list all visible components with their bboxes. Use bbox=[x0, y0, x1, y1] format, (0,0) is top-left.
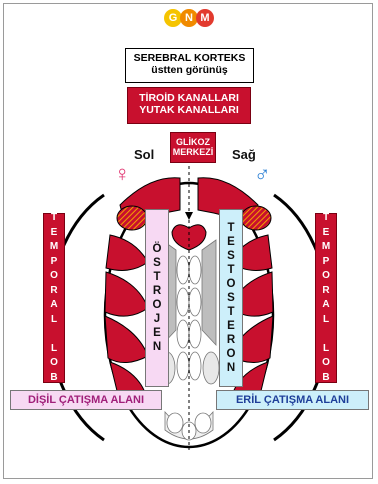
vertical-letter: R bbox=[227, 334, 235, 346]
vertical-letter: O bbox=[322, 358, 330, 369]
vertical-letter: T bbox=[323, 213, 329, 224]
vertical-letter: B bbox=[322, 373, 329, 384]
vertical-letter: T bbox=[51, 213, 57, 224]
vertical-letter: T bbox=[153, 271, 160, 283]
vertical-letter: P bbox=[51, 257, 58, 268]
vertical-letter: T bbox=[227, 264, 234, 276]
glucose-line1: GLİKOZ bbox=[171, 137, 215, 147]
vertical-letter: E bbox=[153, 327, 161, 339]
vertical-letter: O bbox=[50, 358, 58, 369]
vertical-letter: L bbox=[51, 315, 57, 326]
vertical-letter: Ö bbox=[153, 243, 162, 255]
vertical-letter: A bbox=[50, 300, 57, 311]
cortex-label-box: SEREBRAL KORTEKS üstten görünüş bbox=[125, 48, 254, 83]
thyroid-line2: YUTAK KANALLARI bbox=[128, 104, 250, 116]
vertical-letter: T bbox=[227, 222, 234, 234]
thyroid-label-box: TİROİD KANALLARI YUTAK KANALLARI bbox=[127, 87, 251, 124]
vertical-letter bbox=[53, 329, 56, 340]
female-conflict-zone: DİŞİL ÇATIŞMA ALANI bbox=[10, 390, 162, 410]
male-conflict-zone: ERİL ÇATIŞMA ALANI bbox=[216, 390, 369, 410]
hatched-lobe-left bbox=[117, 206, 147, 230]
vertical-letter: O bbox=[227, 348, 236, 360]
vertical-letter: S bbox=[153, 257, 161, 269]
vertical-letter: A bbox=[322, 300, 329, 311]
vertical-letter: O bbox=[322, 271, 330, 282]
female-symbol-icon: ♀ bbox=[114, 163, 131, 185]
right-side-label: Sağ bbox=[232, 147, 256, 162]
vertical-letter: R bbox=[322, 286, 329, 297]
vertical-letter: E bbox=[227, 320, 235, 332]
male-symbol-icon: ♂ bbox=[254, 163, 271, 185]
vertical-letter: E bbox=[323, 228, 330, 239]
vertical-letter: T bbox=[227, 306, 234, 318]
glucose-line2: MERKEZİ bbox=[171, 147, 215, 157]
vertical-letter: B bbox=[50, 373, 57, 384]
cortex-title: SEREBRAL KORTEKS bbox=[126, 52, 253, 64]
vertical-letter: E bbox=[51, 228, 58, 239]
vertical-letter: N bbox=[227, 362, 235, 374]
vertical-letter bbox=[325, 329, 328, 340]
cortex-subtitle: üstten görünüş bbox=[126, 64, 253, 76]
vertical-letter: J bbox=[154, 313, 160, 325]
vertical-letter: L bbox=[323, 315, 329, 326]
vertical-letter: L bbox=[51, 344, 57, 355]
vertical-letter: L bbox=[323, 344, 329, 355]
glucose-label-box: GLİKOZ MERKEZİ bbox=[170, 132, 216, 163]
vertical-letter: P bbox=[323, 257, 330, 268]
vertical-letter: M bbox=[322, 242, 330, 253]
vertical-letter: O bbox=[50, 271, 58, 282]
vertical-letter: N bbox=[153, 341, 161, 353]
vertical-letter: O bbox=[227, 278, 236, 290]
vertical-letter: S bbox=[227, 250, 235, 262]
vertical-letter: E bbox=[227, 236, 235, 248]
thyroid-line1: TİROİD KANALLARI bbox=[128, 92, 250, 104]
left-side-label: Sol bbox=[134, 147, 154, 162]
vertical-letter: R bbox=[50, 286, 57, 297]
vertical-letter: R bbox=[153, 285, 161, 297]
vertical-letter: O bbox=[153, 299, 162, 311]
vertical-letter: S bbox=[227, 292, 235, 304]
hatched-lobe-right bbox=[241, 206, 271, 230]
logo-circle-m: M bbox=[196, 9, 214, 27]
vertical-letter: M bbox=[50, 242, 58, 253]
